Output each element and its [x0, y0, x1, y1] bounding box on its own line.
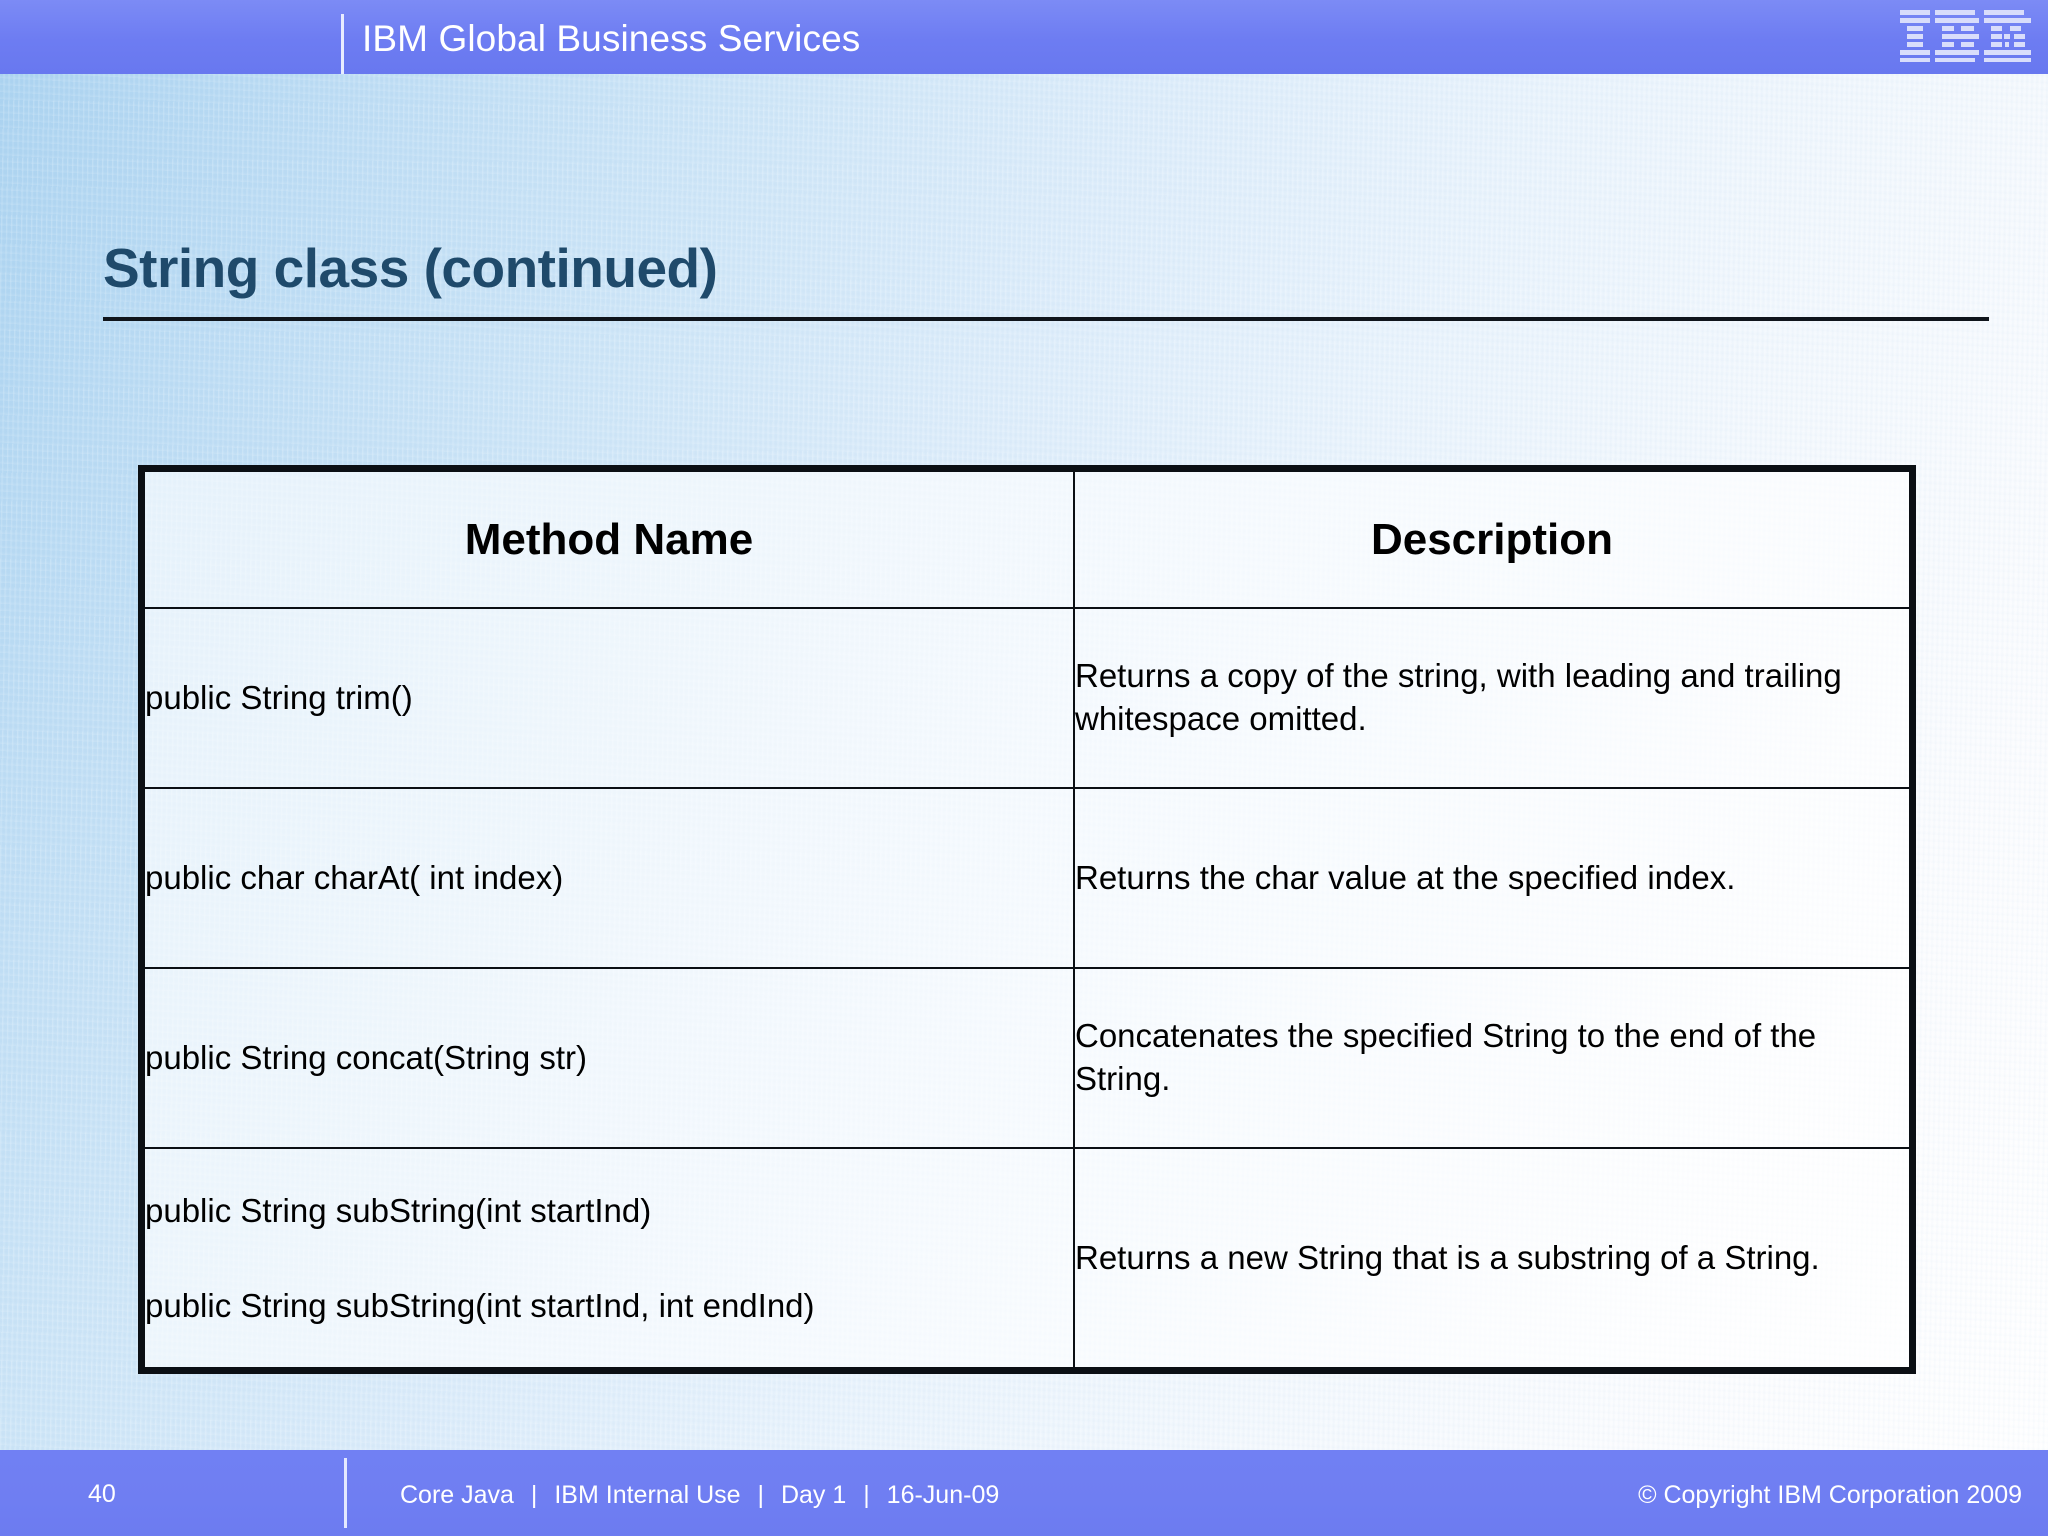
footer-date: 16-Jun-09 [886, 1481, 1000, 1509]
cell-method-description: Returns a new String that is a substring… [1073, 1147, 1911, 1369]
header-brand-title: IBM Global Business Services [362, 18, 861, 59]
cell-method-description: Returns the char value at the specified … [1073, 787, 1911, 969]
footer-separator: | [530, 1481, 538, 1509]
method-signature-line: public String concat(String str) [145, 1039, 588, 1077]
footer-bar: 40 Core Java | IBM Internal Use | Day 1 … [0, 1450, 2048, 1536]
cell-method-signature: public String concat(String str) [143, 967, 1075, 1149]
footer-classification: IBM Internal Use [554, 1481, 741, 1509]
footer-course: Core Java [400, 1481, 514, 1509]
header-divider [341, 14, 344, 74]
cell-method-signature: public String trim() [143, 607, 1075, 789]
table-header-row: Method Name Description [143, 470, 1911, 609]
string-methods-table: Method Name Description public String tr… [143, 470, 1911, 1369]
cell-method-description: Returns a copy of the string, with leadi… [1073, 607, 1911, 789]
footer-divider [344, 1458, 347, 1528]
method-signature-line: public String trim() [145, 679, 413, 717]
title-underline [103, 317, 1989, 321]
table-row: public String concat(String str) Concate… [143, 967, 1911, 1149]
table-row: public char charAt( int index) Returns t… [143, 787, 1911, 969]
page-title: String class (continued) [103, 237, 718, 299]
column-header-method-name: Method Name [143, 470, 1075, 609]
method-signature-line-overload: public String subString(int startInd, in… [145, 1287, 815, 1324]
cell-method-signature: public char charAt( int index) [143, 787, 1075, 969]
footer-separator: | [863, 1481, 870, 1509]
table-row: public String trim() Returns a copy of t… [143, 607, 1911, 789]
footer-day: Day 1 [780, 1481, 847, 1509]
column-header-description: Description [1073, 470, 1911, 609]
slide-page-number: 40 [88, 1480, 116, 1508]
footer-meta: Core Java | IBM Internal Use | Day 1 | 1… [400, 1481, 999, 1510]
ibm-logo-icon [1900, 10, 2031, 62]
method-signature-line: public String subString(int startInd) [145, 1191, 652, 1229]
cell-method-signature: public String subString(int startInd) pu… [143, 1147, 1075, 1369]
table-row: public String subString(int startInd) pu… [143, 1147, 1911, 1369]
header-bar: IBM Global Business Services [0, 0, 2048, 74]
cell-method-description: Concatenates the specified String to the… [1073, 967, 1911, 1149]
footer-separator: | [757, 1481, 765, 1509]
footer-copyright: © Copyright IBM Corporation 2009 [1638, 1481, 2022, 1509]
method-signature-line: public char charAt( int index) [145, 859, 564, 897]
